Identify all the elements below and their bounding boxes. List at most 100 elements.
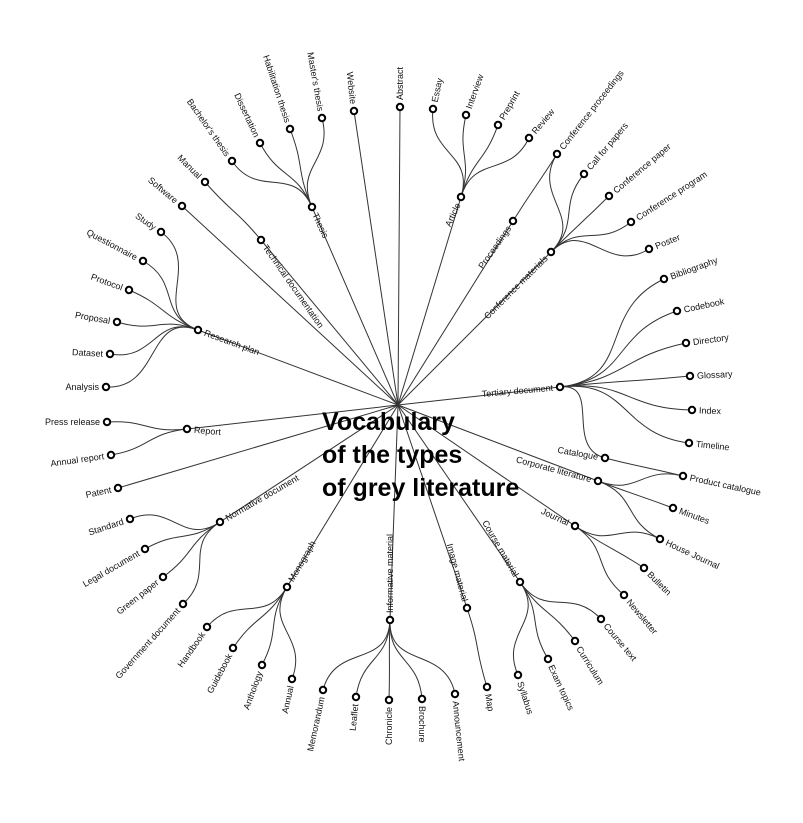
link-software	[181, 205, 399, 406]
node-label: Tertiary document	[481, 383, 554, 399]
link-house-journal	[597, 480, 661, 540]
link-bibliography	[559, 278, 665, 388]
node-circle-icon	[182, 424, 192, 434]
node-label: Index	[699, 405, 722, 416]
node-label: Dataset	[72, 347, 104, 359]
node-label: Manual	[176, 153, 204, 181]
node-label: Brochure	[417, 706, 427, 743]
node-memorandum: Memorandum	[305, 685, 328, 752]
node-image-material: Image material	[445, 542, 472, 613]
link-review	[460, 137, 530, 198]
node-website: Website	[345, 71, 359, 116]
node-label: Protocol	[90, 272, 124, 293]
link-annual	[279, 586, 297, 680]
node-label: Annual report	[50, 451, 105, 468]
node-circle-icon	[482, 682, 492, 692]
node-label: Course material	[480, 518, 520, 578]
node-circle-icon	[644, 244, 654, 254]
node-circle-icon	[655, 534, 665, 544]
node-circle-icon	[215, 517, 225, 527]
node-circle-icon	[124, 285, 134, 295]
node-course-material: Course material	[480, 518, 525, 587]
node-tertiary-document: Tertiary document	[481, 383, 565, 399]
node-circle-icon	[384, 695, 394, 705]
node-circle-icon	[450, 689, 460, 699]
node-guidebook: Guidebook	[205, 643, 238, 695]
node-study: Study	[133, 211, 166, 237]
node-directory: Directory	[681, 332, 730, 348]
node-circle-icon	[285, 124, 295, 134]
node-label: Codebook	[683, 296, 726, 314]
link-proposal	[116, 321, 199, 331]
link-syllabus	[512, 581, 529, 676]
node-conference-program: Conference program	[626, 169, 709, 227]
node-preprint: Preprint	[493, 89, 522, 130]
node-circle-icon	[428, 104, 438, 114]
node-index: Index	[687, 405, 722, 416]
node-syllabus: Syllabus	[513, 670, 535, 716]
node-circle-icon	[596, 614, 606, 624]
link-interview	[460, 114, 467, 198]
node-label: Abstract	[395, 66, 405, 100]
tree-links	[105, 106, 693, 701]
link-green-paper	[162, 521, 221, 578]
node-codebook: Codebook	[672, 296, 726, 316]
node-conference-materials: Conference materials	[482, 247, 556, 321]
node-label: Catalogue	[557, 445, 599, 462]
node-circle-icon	[307, 202, 317, 212]
node-label: Poster	[654, 232, 682, 251]
link-poster	[550, 240, 650, 257]
node-label: Newsletter	[625, 597, 660, 636]
link-image-material	[397, 404, 468, 609]
node-chronicle: Chronicle	[384, 695, 394, 745]
link-product-catalogue	[604, 457, 684, 477]
node-technical-documentation: Technical documentation	[256, 235, 326, 330]
link-minutes	[597, 480, 674, 509]
node-label: Preprint	[497, 89, 522, 122]
node-informative-material: Informative material	[385, 534, 395, 625]
node-interview: Interview	[461, 72, 486, 120]
link-chronicle	[388, 619, 391, 701]
node-patent: Patent	[85, 483, 123, 500]
node-thesis: Thesis	[307, 202, 331, 240]
node-label: Analysis	[65, 382, 99, 392]
node-circle-icon	[524, 133, 534, 143]
node-label: House Journal	[664, 538, 721, 572]
link-article	[397, 196, 462, 406]
node-circle-icon	[106, 450, 116, 460]
node-label: Guidebook	[205, 651, 235, 695]
node-label: Normative document	[224, 473, 301, 523]
link-exam-topics	[519, 581, 549, 660]
link-course-text	[519, 581, 602, 620]
node-article: Article	[443, 192, 466, 228]
node-circle-icon	[102, 417, 112, 427]
node-label: Technical documentation	[261, 243, 326, 330]
node-circle-icon	[462, 603, 472, 613]
node-circle-icon	[282, 582, 292, 592]
link-corporate-literature	[397, 404, 599, 482]
link-essay	[432, 108, 464, 198]
node-bulletin: Bulletin	[639, 563, 673, 597]
node-leaflet: Leaflet	[348, 692, 360, 731]
link-patent	[117, 404, 399, 489]
node-circle-icon	[513, 670, 523, 680]
node-circle-icon	[158, 572, 168, 582]
node-label: Website	[345, 71, 358, 104]
node-label: Software	[146, 175, 180, 205]
link-analysis	[105, 326, 199, 388]
node-label: Questionnaire	[85, 227, 139, 262]
link-curriculum	[519, 581, 576, 642]
title-line-1: Vocabulary	[322, 408, 455, 436]
link-timeline	[559, 385, 690, 444]
node-circle-icon	[619, 590, 629, 600]
node-label: Exam topics	[546, 663, 576, 712]
link-call-for-papers	[550, 173, 585, 253]
link-monograph	[286, 404, 399, 588]
link-directory	[559, 342, 687, 388]
node-master-s-thesis: Master's thesis	[305, 51, 327, 123]
node-circle-icon	[256, 235, 266, 245]
node-circle-icon	[417, 694, 427, 704]
node-label: Glossary	[697, 369, 733, 381]
node-circle-icon	[156, 227, 166, 237]
